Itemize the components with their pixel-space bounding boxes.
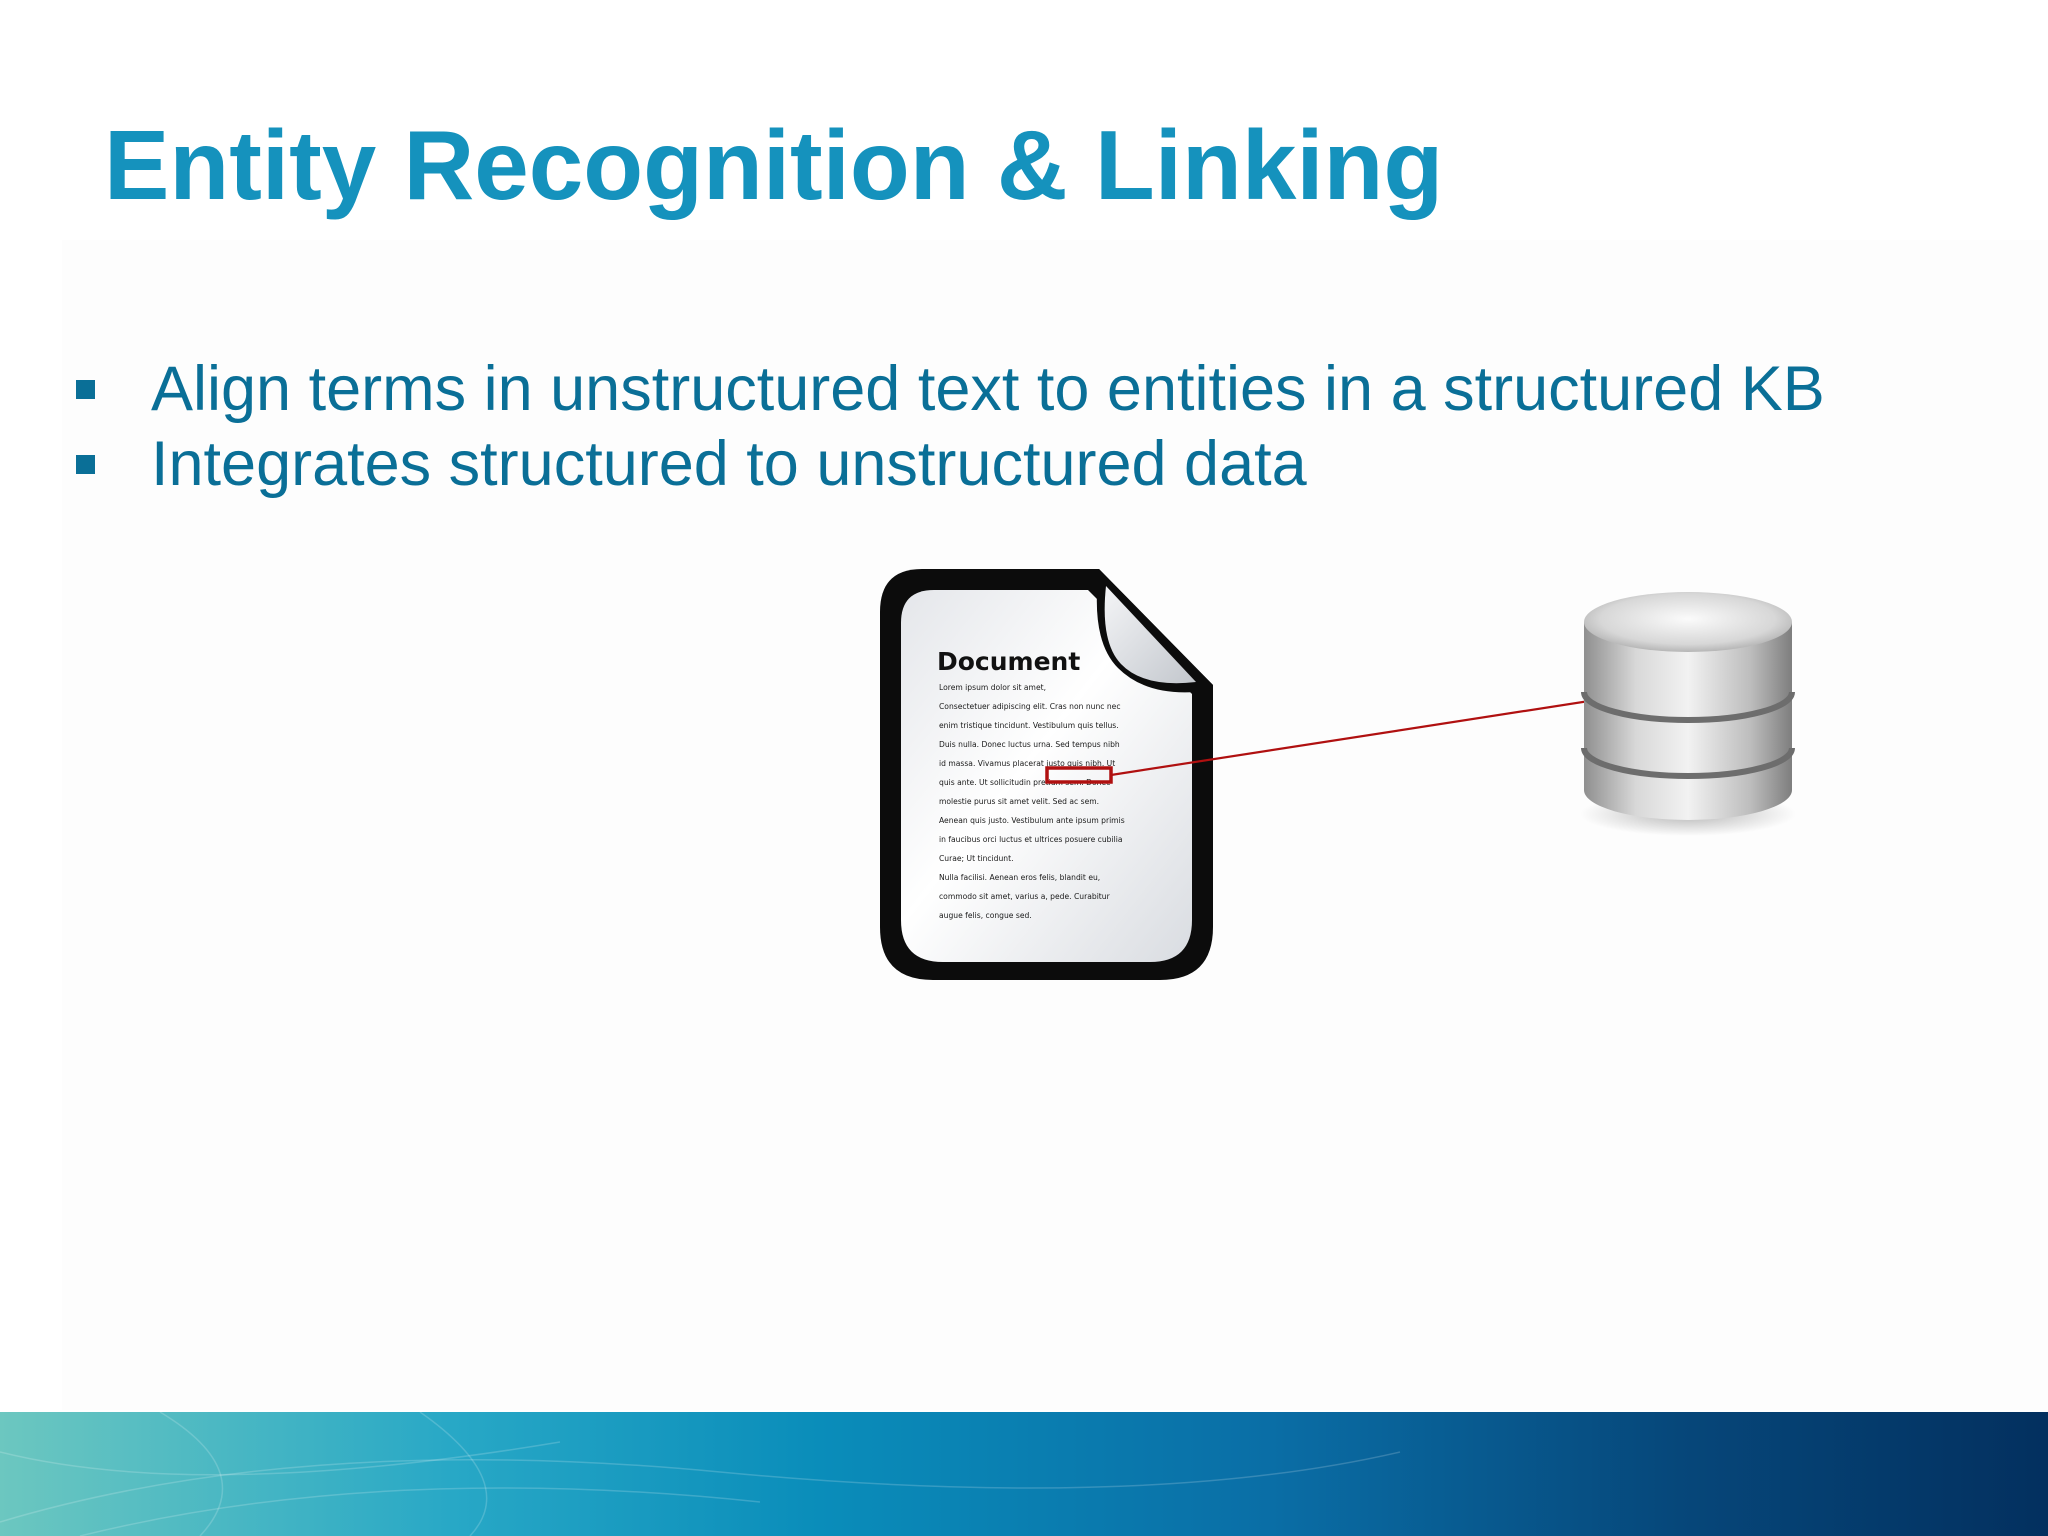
footer-decoration [0, 1412, 1401, 1536]
database-icon [1580, 592, 1796, 836]
document-line: Nulla facilisi. Aenean eros felis, bland… [939, 873, 1100, 882]
document-line: Curae; Ut tincidunt. [939, 854, 1014, 863]
document-line: augue felis, congue sed. [939, 911, 1032, 920]
document-line: commodo sit amet, varius a, pede. Curabi… [939, 892, 1111, 901]
bullet-text: Integrates structured to unstructured da… [151, 429, 1307, 499]
bullet-list: Align terms in unstructured text to enti… [76, 352, 1825, 502]
document-icon: Document Lorem ipsum dolor sit amet, Con… [880, 569, 1213, 980]
footer-band [0, 1412, 2048, 1536]
document-line: enim tristique tincidunt. Vestibulum qui… [939, 721, 1119, 730]
document-heading: Document [937, 647, 1080, 676]
document-line: Lorem ipsum dolor sit amet, [939, 683, 1046, 692]
bullet-item: Align terms in unstructured text to enti… [76, 352, 1825, 427]
document-line: id massa. Vivamus placerat justo quis ni… [939, 759, 1115, 768]
document-line: molestie purus sit amet velit. Sed ac se… [939, 797, 1099, 806]
document-line: in faucibus orci luctus et ultrices posu… [939, 835, 1122, 844]
document-line: quis ante. Ut sollicitudin pretium sem. … [939, 778, 1110, 787]
slide-title: Entity Recognition & Linking [104, 110, 1444, 220]
document-line: Aenean quis justo. Vestibulum ante ipsum… [939, 816, 1125, 825]
document-line: Consectetuer adipiscing elit. Cras non n… [939, 702, 1121, 711]
document-line: Duis nulla. Donec luctus urna. Sed tempu… [939, 740, 1120, 749]
bullet-square-icon [76, 455, 95, 474]
bullet-text: Align terms in unstructured text to enti… [151, 354, 1825, 424]
bullet-item: Integrates structured to unstructured da… [76, 427, 1825, 502]
bullet-square-icon [76, 380, 95, 399]
